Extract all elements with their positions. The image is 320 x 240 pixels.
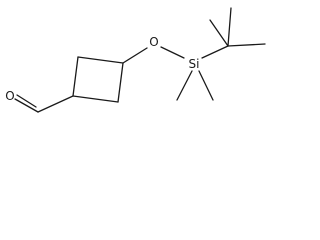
tbutyl-methyl-left-bond [209, 19, 229, 47]
silicon-label: Si [189, 57, 200, 71]
si-methyl-right-bond [198, 70, 214, 101]
ring-bond-top-right [77, 56, 124, 64]
tbutyl-methyl-right-bond [227, 43, 266, 47]
si-tbutyl-bond [201, 45, 229, 59]
o-si-bond [160, 46, 185, 59]
ring-bond-right-bottom [117, 62, 124, 103]
si-methyl-left-bond [176, 70, 193, 101]
ether-oxygen-label: O [149, 35, 158, 49]
ring-bond-bottom-left [72, 95, 119, 103]
molecule-structure: O O Si [5, 7, 266, 113]
aldehyde-oxygen-label: O [5, 89, 14, 103]
aldehyde-double-bond-2 [16, 94, 37, 108]
ring-o-bond [122, 47, 148, 64]
aldehyde-c-ring-bond [37, 95, 74, 113]
tbutyl-methyl-top-bond [227, 7, 232, 47]
aldehyde-double-bond-1 [14, 98, 39, 113]
ring-bond-left-top [72, 56, 79, 97]
